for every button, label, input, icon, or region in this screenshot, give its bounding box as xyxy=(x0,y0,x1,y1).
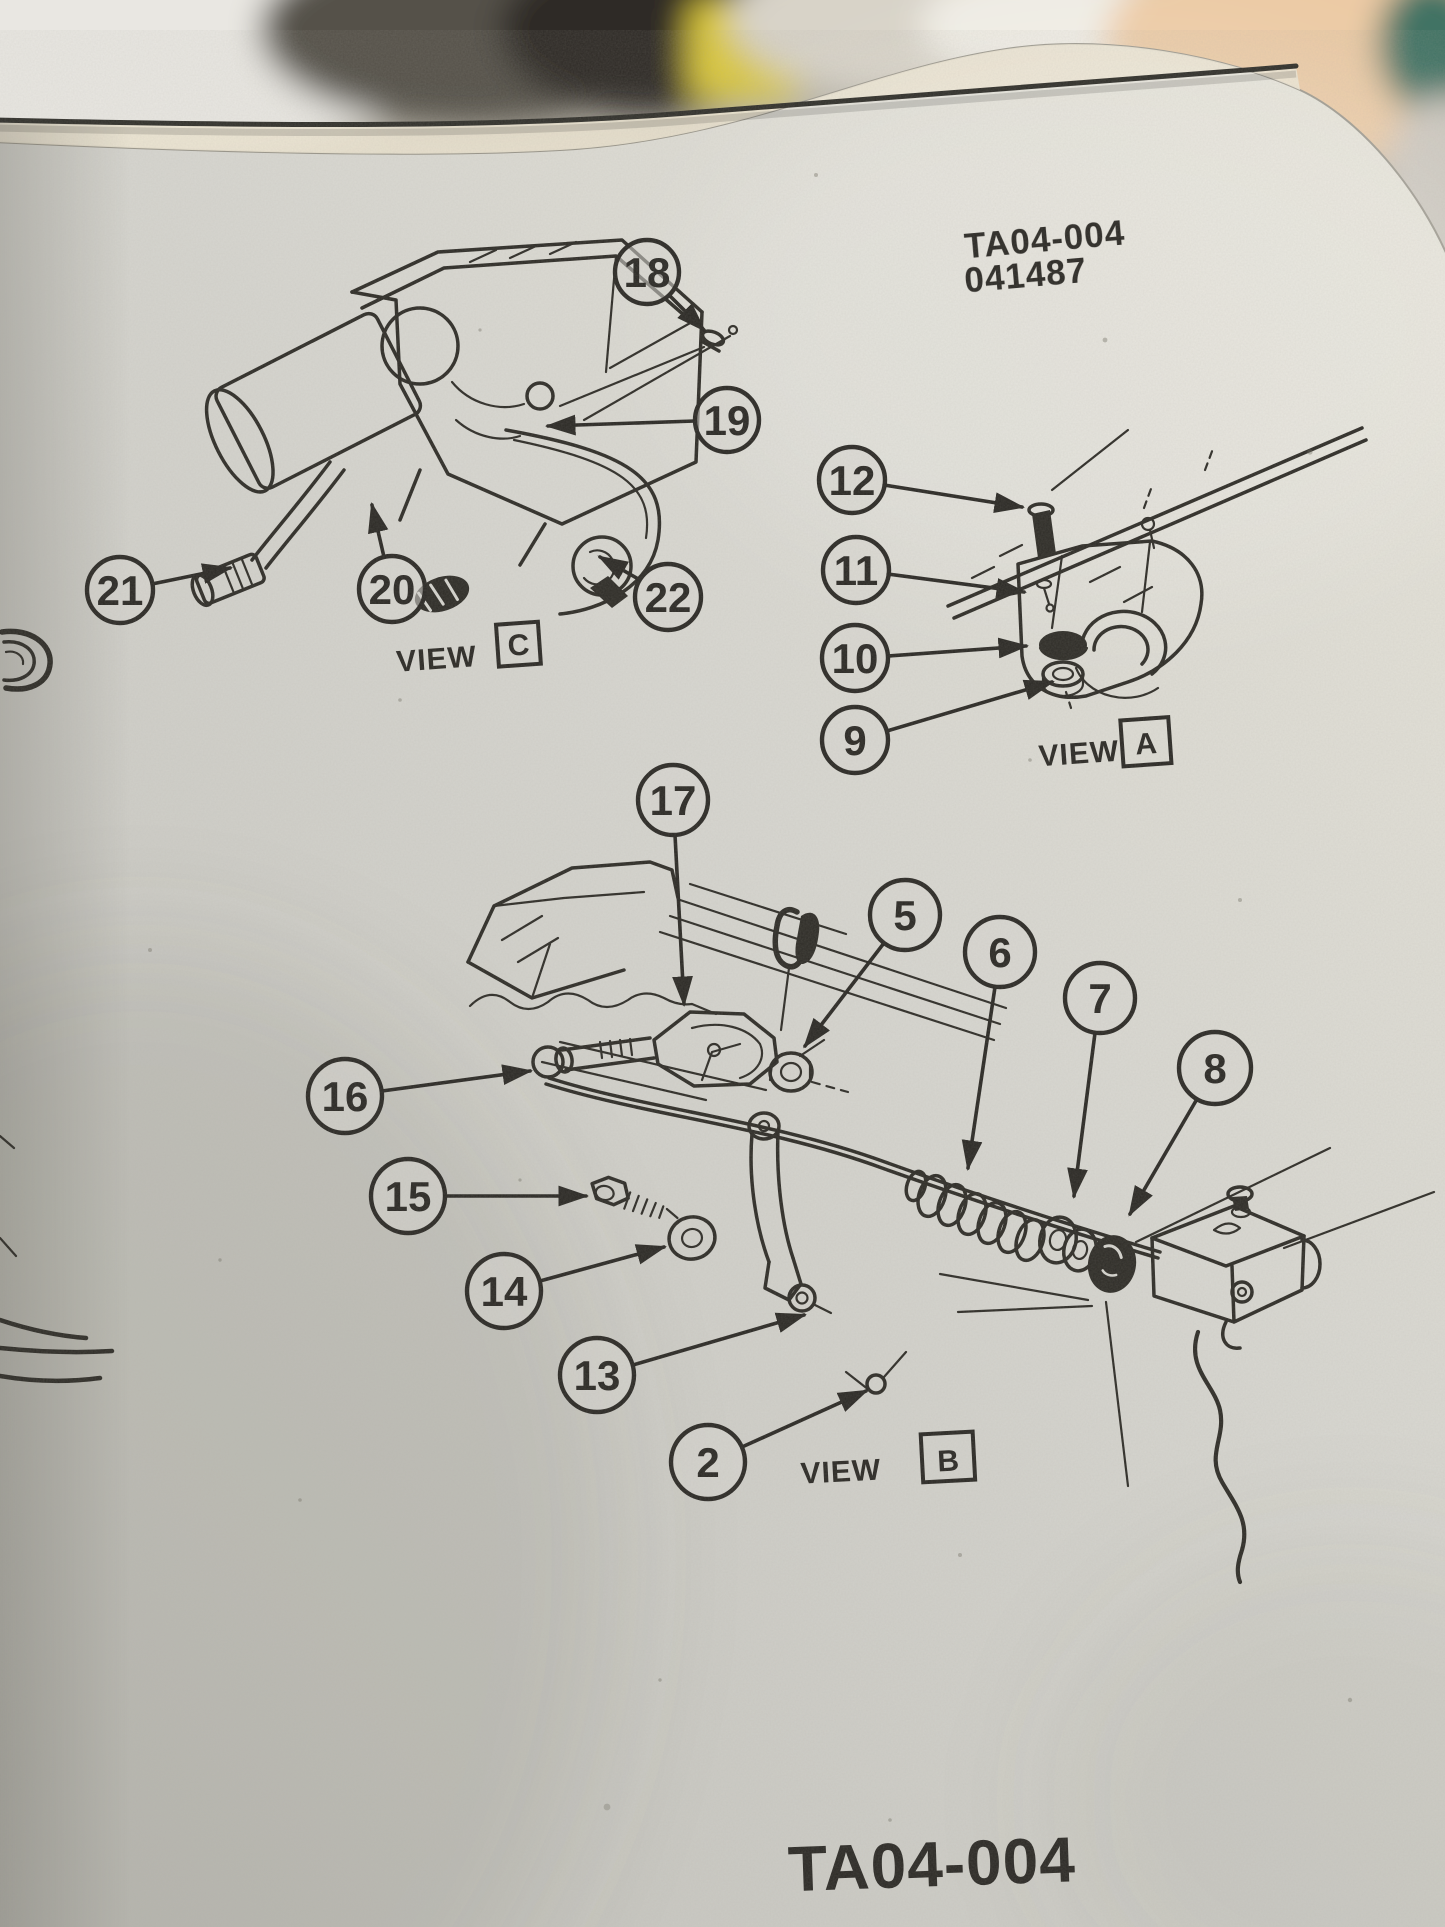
manual-page: TA04-004 041487 xyxy=(0,30,1445,1927)
